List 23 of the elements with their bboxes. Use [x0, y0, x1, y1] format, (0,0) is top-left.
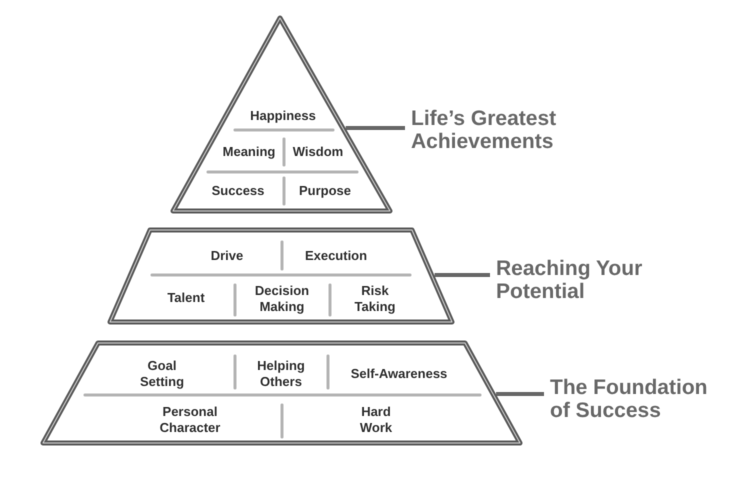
- tier-heading: Life’s Greatest Achievements: [411, 107, 565, 153]
- trait-label: Decision Making: [254, 283, 310, 315]
- trait-label: Hard Work: [358, 404, 394, 436]
- trapezoid-tier: [39, 339, 524, 447]
- trait-label: Success: [212, 183, 264, 199]
- trapezoid-tier: [106, 226, 456, 326]
- leader-line: [346, 126, 405, 130]
- trait-label: Happiness: [250, 108, 316, 124]
- leader-line: [434, 273, 490, 277]
- trait-label: Meaning: [222, 144, 276, 160]
- tier-heading: Reaching Your Potential: [496, 257, 652, 303]
- trait-label: Personal Character: [158, 404, 222, 436]
- trait-label: Execution: [304, 248, 368, 264]
- tier-heading: The Foundation of Success: [550, 376, 716, 422]
- trait-label: Drive: [210, 248, 244, 264]
- trait-label: Helping Others: [256, 358, 306, 390]
- leader-line: [496, 392, 544, 396]
- trait-label: Self-Awareness: [350, 366, 448, 382]
- trait-label: Risk Taking: [354, 283, 396, 315]
- trait-label: Goal Setting: [138, 358, 186, 390]
- trait-label: Wisdom: [292, 144, 344, 160]
- trait-label: Talent: [167, 290, 205, 306]
- trait-label: Purpose: [299, 183, 351, 199]
